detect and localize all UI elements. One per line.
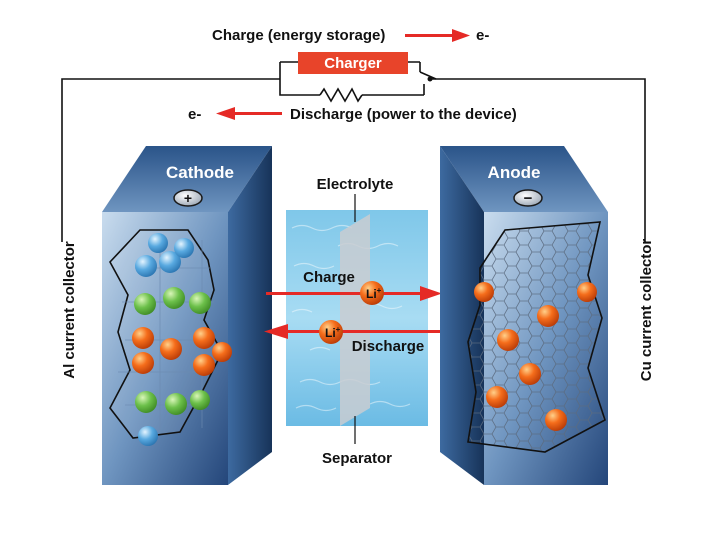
anode-block: Anode −	[440, 146, 608, 485]
cathode-lithium-sphere	[132, 327, 154, 349]
negative-terminal-sign: −	[524, 190, 533, 207]
lithium-ion-charge	[360, 281, 384, 305]
ion-flow: Charge Discharge Li+ Li+	[264, 269, 446, 355]
charger-loop-wire	[279, 61, 424, 96]
left-wire	[61, 78, 280, 242]
cathode-lithium-spheres	[132, 327, 232, 376]
cathode-green-sphere	[189, 292, 211, 314]
anode-title: Anode	[488, 163, 541, 182]
anode-top-face	[440, 146, 608, 212]
discharge-ion-label: Discharge	[352, 338, 425, 355]
charger-label: Charger	[324, 55, 382, 72]
al-current-collector-label: Al current collector	[61, 241, 78, 379]
cathode-lithium-sphere	[193, 327, 215, 349]
lithium-ion-charge-symbol: Li+	[366, 286, 382, 301]
cathode-blue-sphere	[135, 255, 157, 277]
cathode-blue-sphere	[159, 251, 181, 273]
charge-electron-label: e-	[476, 27, 489, 44]
cu-current-collector-label: Cu current collector	[638, 239, 655, 382]
charger-box	[298, 52, 408, 74]
cathode-block: Cathode +	[102, 146, 272, 485]
charge-ion-arrow-icon	[266, 286, 442, 301]
lithium-ion-discharge	[319, 320, 343, 344]
lithium-ion-charge-sign: +	[377, 286, 382, 295]
lithium-ion-charge-element: Li	[366, 287, 377, 301]
graphite-hex-lattice	[468, 222, 605, 452]
charge-direction-label: Charge (energy storage)	[212, 27, 385, 44]
positive-terminal-sign: +	[184, 190, 192, 206]
charge-ion-label: Charge	[303, 269, 355, 286]
anode-graphite-outline	[467, 221, 606, 453]
cathode-green-sphere	[163, 287, 185, 309]
cathode-lithium-sphere	[212, 342, 232, 362]
anode-lithium-sphere	[537, 305, 559, 327]
anode-side-face	[440, 146, 484, 485]
switch-icon	[419, 62, 437, 95]
anode-lithium-sphere	[474, 282, 494, 302]
cathode-green-sphere	[135, 391, 157, 413]
discharge-electron-label: e-	[188, 106, 201, 123]
cathode-crystal-outline	[109, 229, 223, 439]
cathode-side-face	[228, 146, 272, 485]
cathode-blue-spheres	[135, 233, 194, 446]
resistor-icon	[319, 87, 363, 103]
anode-lithium-sphere	[519, 363, 541, 385]
switch-contact-icon	[427, 76, 433, 82]
separator-membrane	[340, 214, 370, 426]
lithium-ion-discharge-sign: +	[336, 325, 341, 334]
anode-lithium-sphere	[545, 409, 567, 431]
negative-terminal-icon	[513, 189, 543, 207]
cathode-lithium-sphere	[160, 338, 182, 360]
discharge-ion-arrow-icon	[264, 324, 446, 339]
discharge-electron-arrow-icon	[216, 107, 282, 120]
right-wire	[430, 78, 646, 243]
cathode-lithium-sphere	[132, 352, 154, 374]
cathode-lithium-sphere	[193, 354, 215, 376]
cathode-blue-sphere	[174, 238, 194, 258]
cathode-green-sphere	[134, 293, 156, 315]
cathode-green-spheres	[134, 287, 211, 415]
external-circuit	[61, 61, 646, 243]
anode-lithium-sphere	[486, 386, 508, 408]
cathode-blue-sphere	[148, 233, 168, 253]
electrolyte-label: Electrolyte	[317, 176, 394, 193]
positive-terminal-icon	[173, 189, 203, 207]
cathode-green-sphere	[190, 390, 210, 410]
anode-lithium-sphere	[577, 282, 597, 302]
cathode-top-face	[102, 146, 272, 212]
anode-lithium-spheres	[474, 282, 597, 431]
lithium-ion-discharge-symbol: Li+	[325, 325, 341, 340]
discharge-direction-label: Discharge (power to the device)	[290, 106, 517, 123]
electrolyte-region: Electrolyte Separator	[286, 176, 428, 467]
anode-lithium-sphere	[497, 329, 519, 351]
charge-electron-arrow-icon	[405, 29, 470, 42]
cathode-title: Cathode	[166, 163, 234, 182]
lithium-ion-discharge-element: Li	[325, 326, 336, 340]
separator-label: Separator	[322, 450, 392, 467]
cathode-blue-sphere	[138, 426, 158, 446]
cathode-green-sphere	[165, 393, 187, 415]
